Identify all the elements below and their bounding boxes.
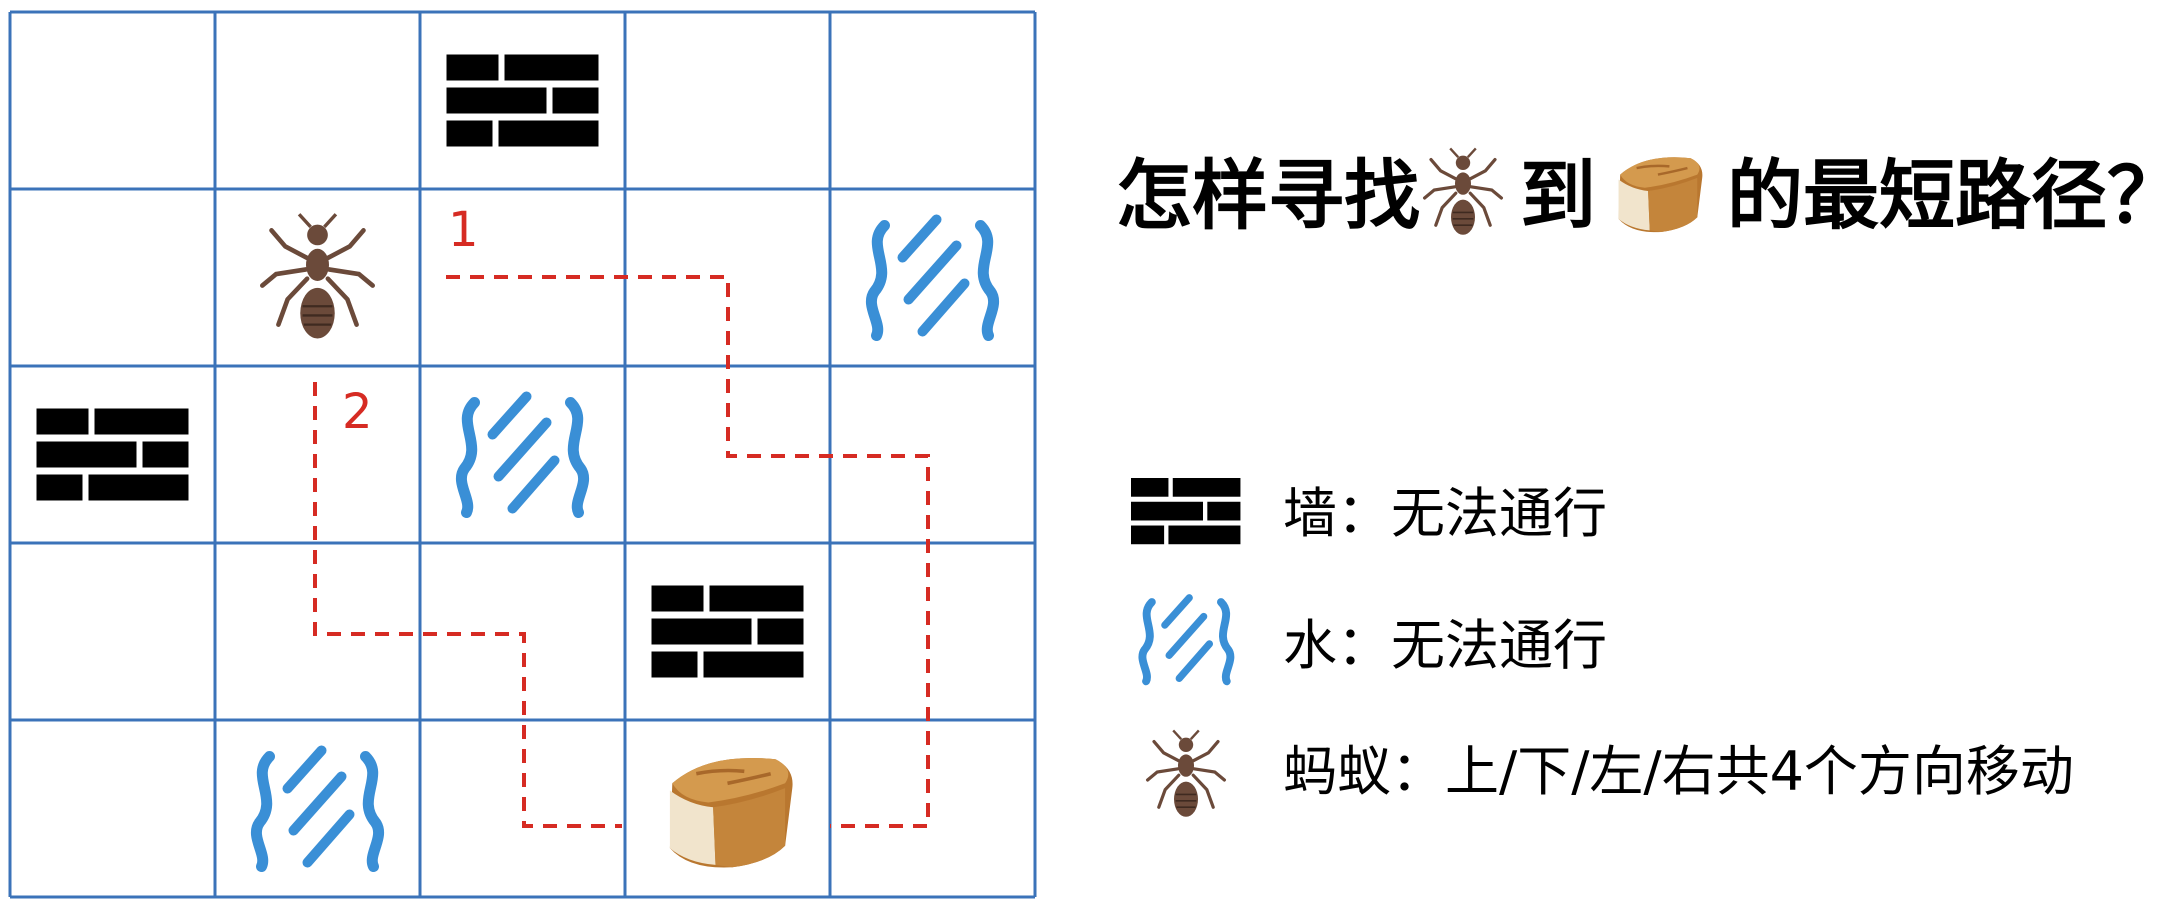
ant-icon	[262, 214, 372, 338]
path-2-label: 2	[342, 384, 373, 440]
title: 怎样寻找 到 的最短路径？	[1116, 146, 2160, 240]
legend-wall-text: 墙：无法通行	[1283, 482, 1607, 545]
bread-icon	[668, 756, 795, 870]
wall-icon	[651, 585, 804, 678]
wall-icon	[446, 54, 599, 147]
ant-icon	[1422, 146, 1504, 237]
title-part-1: 怎样寻找	[1116, 151, 1420, 240]
ant-icon	[1145, 728, 1227, 819]
water-icon	[1142, 598, 1230, 682]
title-part-3: 的最短路径？	[1727, 151, 2160, 240]
legend-water-text: 水：无法通行	[1283, 614, 1607, 677]
water-icon	[256, 751, 378, 867]
legend-ant-text: 蚂蚁：上/下/左/右共4个方向移动	[1283, 740, 2074, 803]
wall-icon	[36, 408, 189, 501]
path-1	[446, 275, 930, 828]
water-icon	[461, 397, 583, 513]
legend: 墙：无法通行 水：无法通行 蚂蚁：上/下/左/右共4个方向移动	[1131, 478, 2074, 819]
wall-icon	[1131, 478, 1241, 545]
grid-contents	[36, 54, 994, 870]
water-icon	[871, 220, 993, 336]
path-1-label: 1	[448, 202, 479, 258]
path-2	[313, 382, 622, 828]
bread-icon	[1617, 156, 1704, 234]
title-part-2: 到	[1520, 151, 1596, 240]
